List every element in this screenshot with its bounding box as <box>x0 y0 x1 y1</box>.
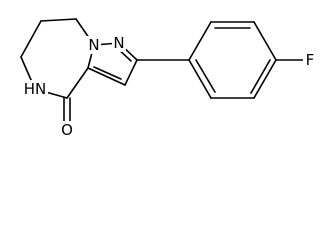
atom-label-ring-n: N <box>88 36 99 54</box>
atom-label-group-o: O <box>59 121 75 139</box>
bond-ph-1 <box>188 21 212 61</box>
bond-ph-3 <box>253 21 277 61</box>
fluorophenyl-ring <box>188 21 277 99</box>
atom-label-group-n1: N <box>87 36 101 54</box>
atom-label-group-n2: N <box>112 34 126 52</box>
bond-ph-4 <box>253 59 277 99</box>
atom-label-carbonyl-o: O <box>61 121 73 139</box>
bond-ph-inner-3 <box>195 59 216 93</box>
bond-carbonyl-c3a <box>66 67 89 99</box>
bond-ph-inner-2 <box>250 59 271 94</box>
atom-label-pyrazole-n: N <box>113 34 124 52</box>
carbonyl-double-bond <box>63 97 71 123</box>
bond-c4-c3a-inner <box>93 66 122 80</box>
bond-ph-6 <box>188 59 212 99</box>
atom-label-fluorine: F <box>306 51 315 69</box>
chemical-structure-diagram: N N HN O F <box>20 18 317 139</box>
bond-ch2b-ch2c <box>20 20 42 58</box>
atom-label-group-nh: HN <box>22 80 48 98</box>
bond-c4-c3a <box>87 67 126 86</box>
bond-ch2a-ch2b <box>40 18 77 22</box>
atom-label-amide-nh: HN <box>24 80 47 98</box>
bond-c3-c4 <box>124 59 138 86</box>
atom-label-group-f: F <box>303 51 317 69</box>
